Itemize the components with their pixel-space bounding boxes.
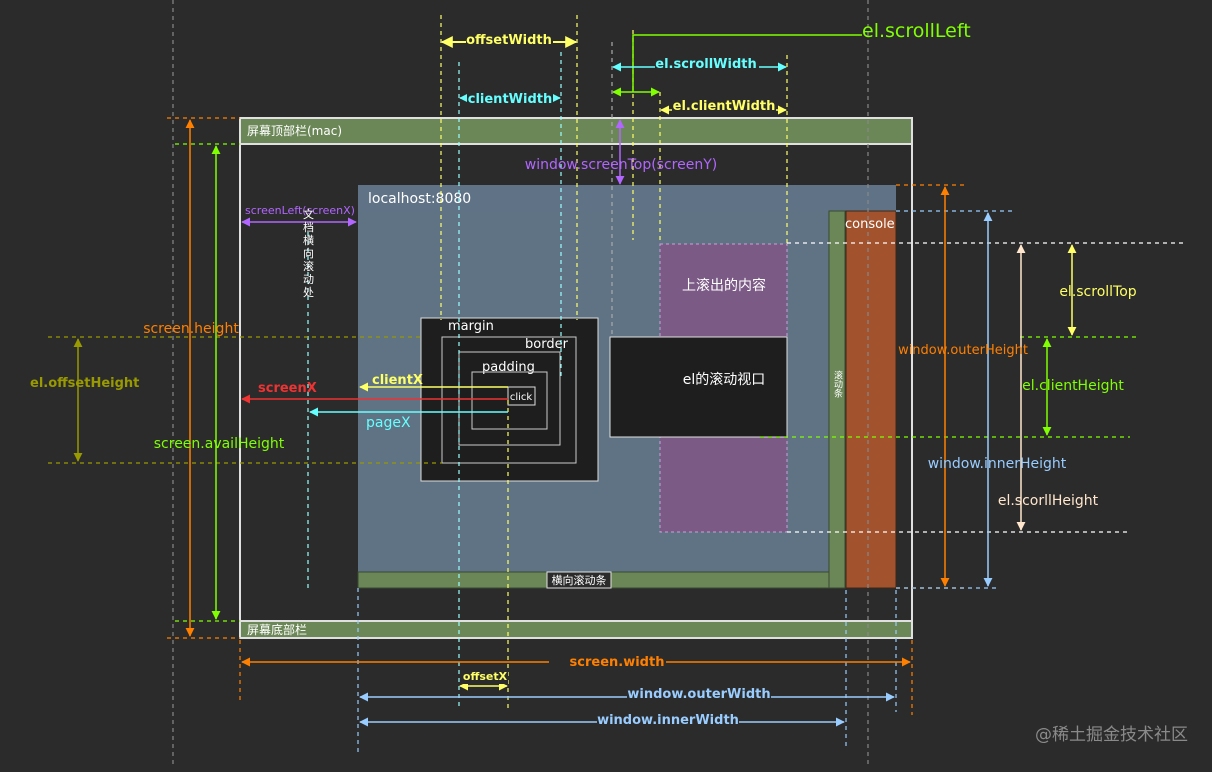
clientX-label: clientX: [372, 373, 423, 388]
border-label: border: [525, 337, 569, 352]
console-panel: [845, 210, 897, 589]
watermark: @稀土掘金技术社区: [1035, 725, 1188, 745]
screen-top-bar: [239, 117, 913, 145]
browser-url: localhost:8080: [368, 191, 471, 207]
margin-label: margin: [448, 319, 494, 334]
scrollHeight-label: el.scorllHeight: [998, 493, 1099, 509]
click-label: click: [510, 392, 533, 403]
overflow-content-label: 上滚出的内容: [682, 277, 766, 294]
screen-height-label: screen.height: [143, 321, 239, 337]
screen-bottom-bar-label: 屏幕底部栏: [247, 622, 307, 637]
doc-h-scroll-label: 文档横向滚动处: [302, 207, 315, 299]
screenTop-label: window.screenTop(screenY): [525, 157, 717, 173]
vertical-scrollbar-label: 滚动条: [832, 369, 843, 397]
screen-availHeight-label: screen.availHeight: [154, 436, 285, 452]
offsetWidth-label: offsetWidth: [466, 33, 552, 48]
el-clientWidth-label: el.clientWidth: [673, 99, 776, 114]
scrollLeft-label: el.scrollLeft: [862, 20, 971, 42]
el-viewport-label: el的滚动视口: [683, 371, 766, 388]
outerWidth-label: window.outerWidth: [627, 687, 770, 702]
outerHeight-label: window.outerHeight: [898, 343, 1028, 358]
clientWidth-label: clientWidth: [468, 92, 552, 107]
offsetHeight-label: el.offsetHeight: [30, 376, 139, 391]
screen-top-bar-label: 屏幕顶部栏(mac): [247, 123, 342, 138]
horizontal-scrollbar-label: 横向滚动条: [552, 573, 607, 587]
pageX-label: pageX: [366, 415, 411, 431]
padding-label: padding: [482, 360, 535, 375]
screenX-label: screenX: [258, 381, 317, 396]
el-viewport: [609, 336, 788, 438]
console-label: console: [845, 217, 895, 232]
screen-bottom-bar: [239, 620, 913, 639]
scrollTop-label: el.scrollTop: [1059, 284, 1136, 300]
el-clientHeight-label: el.clientHeight: [1022, 378, 1124, 394]
horizontal-scrollbar-label-box: [546, 571, 612, 589]
innerWidth-label: window.innerWidth: [597, 713, 739, 728]
screenLeft-label: screenLeft(screenX): [245, 204, 355, 217]
content-box: [471, 371, 548, 430]
screen-width-label: screen.width: [570, 655, 665, 670]
border-box: [441, 336, 577, 464]
scrollWidth-label: el.scrollWidth: [655, 57, 756, 72]
browser-url-bar: [358, 185, 896, 211]
innerHeight-label: window.innerHeight: [928, 456, 1067, 472]
click-box: [507, 386, 536, 406]
vertical-scrollbar: [828, 210, 846, 589]
offsetX-label: offsetX: [463, 670, 508, 683]
scrollLeft-leader: [632, 34, 862, 92]
